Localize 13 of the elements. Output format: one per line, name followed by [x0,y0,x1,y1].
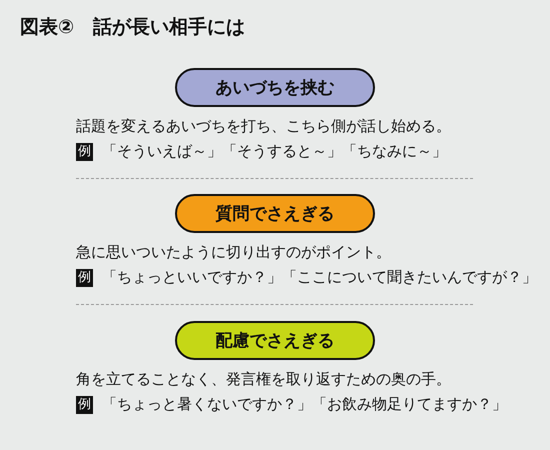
example-badge: 例 [76,143,93,161]
example-badge: 例 [76,269,93,287]
title: 図表② 話が長い相手には [20,15,246,40]
pill-heading: 質問でさえぎる [175,194,375,233]
description: 話題を変えるあいづちを打ち、こちら側が話し始める。 [76,117,451,136]
pill-heading: 配慮でさえぎる [175,321,375,360]
description: 急に思いついたように切り出すのがポイント。 [76,243,391,262]
example-text: 「そういえば～」「そうすると～」「ちなみに～」 [102,142,447,161]
pill-heading: あいづちを挟む [175,68,375,107]
description: 角を立てることなく、発言権を取り返すための奥の手。 [76,370,451,389]
example-text: 「ちょっといいですか？」「ここについて聞きたいんですが？」 [102,268,537,287]
example-text: 「ちょっと暑くないですか？」「お飲み物足りてますか？」 [102,395,507,414]
example-badge: 例 [76,396,93,414]
